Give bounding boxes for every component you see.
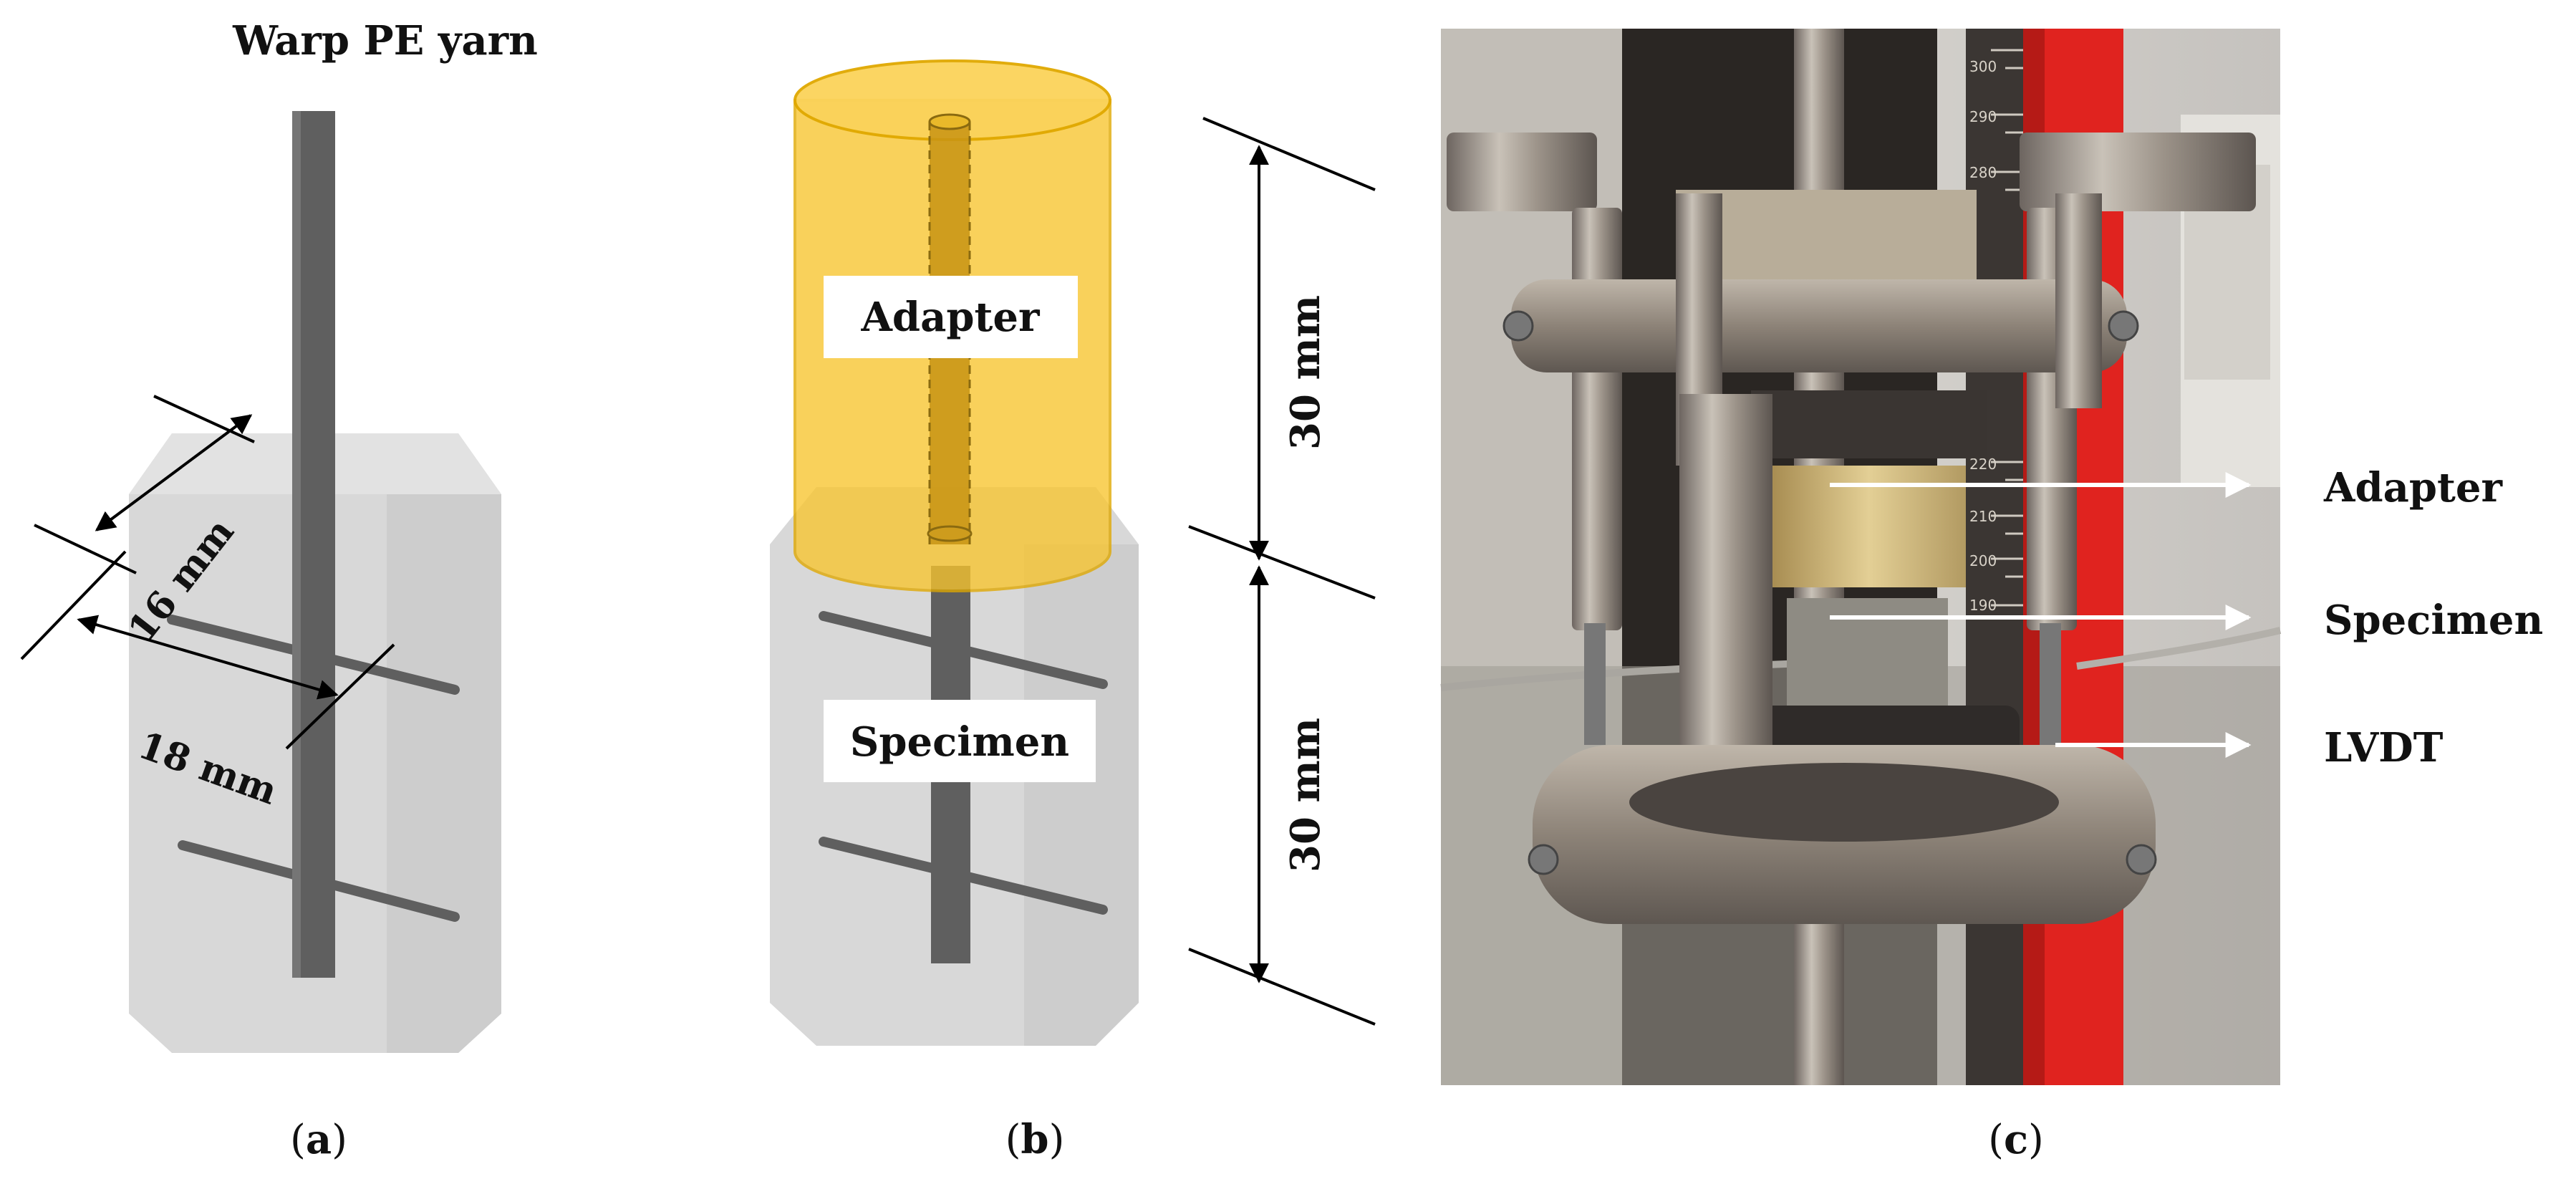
photo-label-specimen: Specimen bbox=[2324, 597, 2543, 644]
caption-b: (b) bbox=[1005, 1116, 1065, 1163]
warp-yarn-a bbox=[292, 111, 335, 978]
caption-c: (c) bbox=[1988, 1116, 2044, 1163]
panel-b: Adapter Specimen 30 mm 30 mm (b) bbox=[770, 59, 1376, 1163]
photo-arrows bbox=[1830, 472, 2252, 758]
panel-c: 300 290 280 220 210 200 190 bbox=[1440, 29, 2543, 1163]
upper-ring bbox=[1511, 279, 2127, 372]
specimen-label-b: Specimen bbox=[850, 718, 1069, 766]
ruler-tick-210: 210 bbox=[1969, 508, 1997, 525]
ruler-scale: 300 290 280 220 210 200 190 bbox=[1966, 29, 2023, 1085]
ruler-tick-280: 280 bbox=[1969, 164, 1997, 181]
ruler-tick-290: 290 bbox=[1969, 108, 1997, 125]
dimension-18mm bbox=[20, 550, 395, 750]
lvdt-left bbox=[1572, 208, 1622, 630]
ruler-tick-300: 300 bbox=[1969, 58, 1997, 75]
photo-label-lvdt: LVDT bbox=[2324, 724, 2444, 771]
test-setup-photo: 300 290 280 220 210 200 190 bbox=[1440, 29, 2282, 1085]
dimension-16mm bbox=[34, 395, 255, 574]
specimen-label-box: Specimen bbox=[824, 700, 1096, 782]
ruler-tick-200: 200 bbox=[1969, 552, 1997, 569]
photo-label-adapter: Adapter bbox=[2323, 464, 2504, 511]
adapter-label-box: Adapter bbox=[824, 276, 1078, 358]
dimension-bottom-label: 30 mm bbox=[1282, 718, 1329, 872]
adapter-label: Adapter bbox=[860, 294, 1041, 341]
dimension-lines-b bbox=[1188, 117, 1376, 1026]
yarn-title: Warp PE yarn bbox=[232, 17, 538, 64]
panel-a: Warp PE yarn 16 mm 18 mm (a) bbox=[20, 17, 538, 1163]
ruler-tick-190: 190 bbox=[1969, 597, 1997, 614]
caption-a: (a) bbox=[290, 1116, 347, 1163]
dimension-top-label: 30 mm bbox=[1282, 295, 1329, 450]
